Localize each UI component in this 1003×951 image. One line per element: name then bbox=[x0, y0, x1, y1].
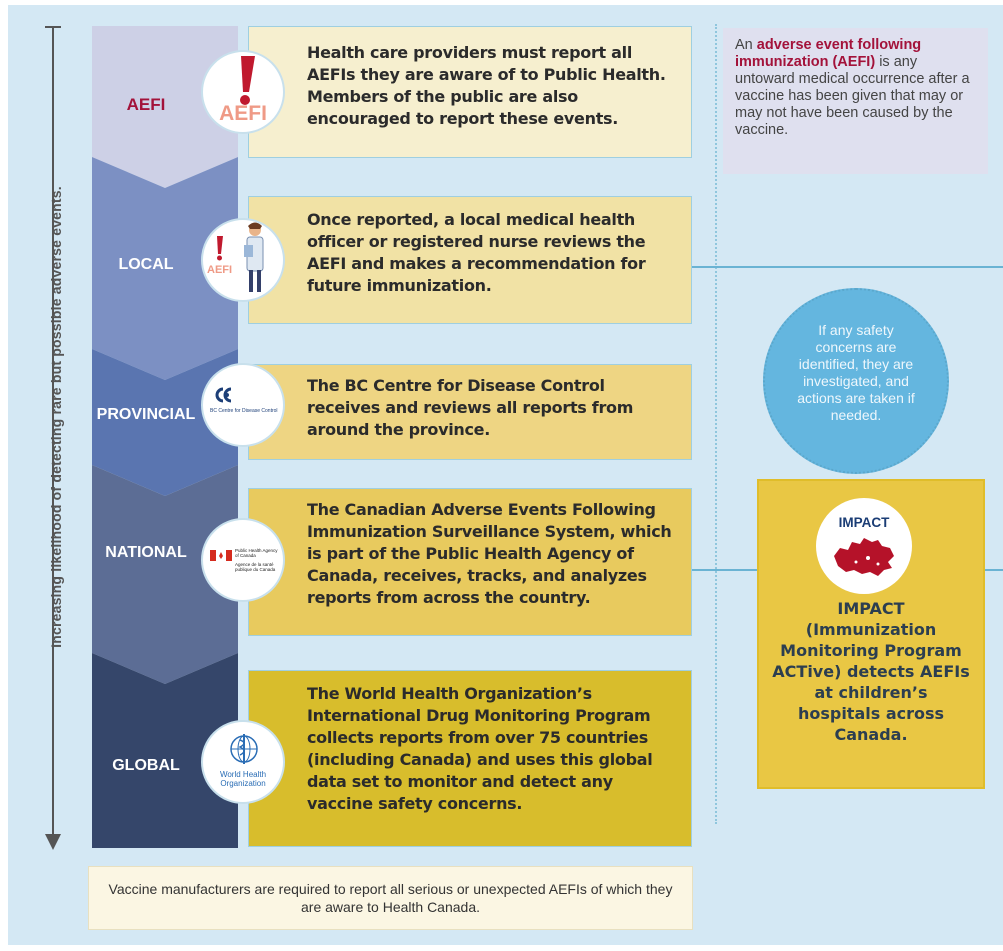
level-chevrons bbox=[92, 26, 238, 848]
chevron-national bbox=[92, 465, 238, 684]
safety-concerns-circle: If any safety concerns are identified, t… bbox=[763, 288, 949, 474]
description-box-aefi: Health care providers must report all AE… bbox=[248, 26, 692, 158]
connector-impact bbox=[985, 569, 1003, 571]
definition-rest: is any untoward medical occurrence after… bbox=[735, 54, 970, 138]
description-aefi: Health care providers must report all AE… bbox=[307, 43, 666, 128]
axis-line bbox=[52, 27, 54, 835]
description-box-local: Once reported, a local medical health of… bbox=[248, 196, 692, 324]
footer-note-box: Vaccine manufacturers are required to re… bbox=[88, 866, 693, 930]
officer-icon-text: AEFI bbox=[207, 264, 233, 276]
axis-arrow-down-icon bbox=[45, 834, 61, 850]
level-label-provincial: PROVINCIAL bbox=[96, 406, 196, 423]
description-box-national: The Canadian Adverse Events Following Im… bbox=[248, 488, 692, 636]
definition-prefix: An bbox=[735, 37, 753, 53]
chevron-local bbox=[92, 157, 238, 380]
phac-logo: Public Health Agency of Canada Agence de… bbox=[201, 518, 285, 602]
description-local: Once reported, a local medical health of… bbox=[307, 210, 646, 295]
level-label-local: LOCAL bbox=[118, 256, 174, 273]
dotted-connector bbox=[715, 24, 717, 824]
description-global: The World Health Organization’s Internat… bbox=[307, 684, 653, 813]
description-box-global: The World Health Organization’s Internat… bbox=[248, 670, 692, 847]
connector-national bbox=[692, 569, 758, 571]
safety-note: If any safety concerns are identified, t… bbox=[797, 322, 915, 423]
aefi-icon: AEFI bbox=[201, 50, 285, 134]
impact-logo: IMPACT bbox=[816, 498, 912, 594]
health-officer-icon: AEFI bbox=[201, 218, 285, 302]
description-national: The Canadian Adverse Events Following Im… bbox=[307, 500, 672, 607]
bccdc-mark-icon bbox=[215, 387, 232, 403]
canada-map-icon bbox=[834, 538, 894, 576]
description-provincial: The BC Centre for Disease Control receiv… bbox=[307, 376, 634, 439]
impact-badge-text: IMPACT bbox=[838, 515, 890, 530]
canada-flag-icon bbox=[210, 550, 232, 561]
axis-label: Increasing likelihood of detecting rare … bbox=[48, 186, 64, 648]
aefi-definition-box: An adverse event following immunization … bbox=[723, 28, 988, 174]
bccdc-logo: BC Centre for Disease Control bbox=[201, 363, 285, 447]
aefi-definition: An adverse event following immunization … bbox=[735, 37, 980, 139]
who-logo-text: World Health Organization bbox=[219, 770, 267, 788]
chevron-aefi bbox=[92, 26, 238, 188]
chevron-global bbox=[92, 653, 238, 848]
description-box-provincial: The BC Centre for Disease Control receiv… bbox=[248, 364, 692, 460]
nurse-figure-icon bbox=[217, 222, 264, 292]
who-emblem-icon bbox=[230, 734, 258, 764]
level-label-national: NATIONAL bbox=[105, 544, 187, 561]
footer-note: Vaccine manufacturers are required to re… bbox=[108, 881, 673, 915]
impact-description: IMPACT (Immunization Monitoring Program … bbox=[772, 599, 970, 744]
chevron-provincial bbox=[92, 349, 238, 496]
impact-box: IMPACT IMPACT (Immunization Monitoring P… bbox=[757, 479, 985, 789]
level-label-global: GLOBAL bbox=[112, 757, 180, 774]
connector-local bbox=[692, 266, 1003, 268]
aefi-icon-text: AEFI bbox=[219, 102, 267, 125]
who-logo: World Health Organization bbox=[201, 720, 285, 804]
phac-logo-text: Public Health Agency of Canada bbox=[235, 548, 278, 558]
phac-logo-text-fr: Agence de la santé publique du Canada bbox=[235, 562, 276, 572]
level-label-aefi: AEFI bbox=[126, 95, 166, 114]
bccdc-logo-text: BC Centre for Disease Control bbox=[210, 408, 278, 414]
definition-term: adverse event following immunization (AE… bbox=[735, 37, 922, 70]
exclamation-icon bbox=[240, 56, 255, 105]
